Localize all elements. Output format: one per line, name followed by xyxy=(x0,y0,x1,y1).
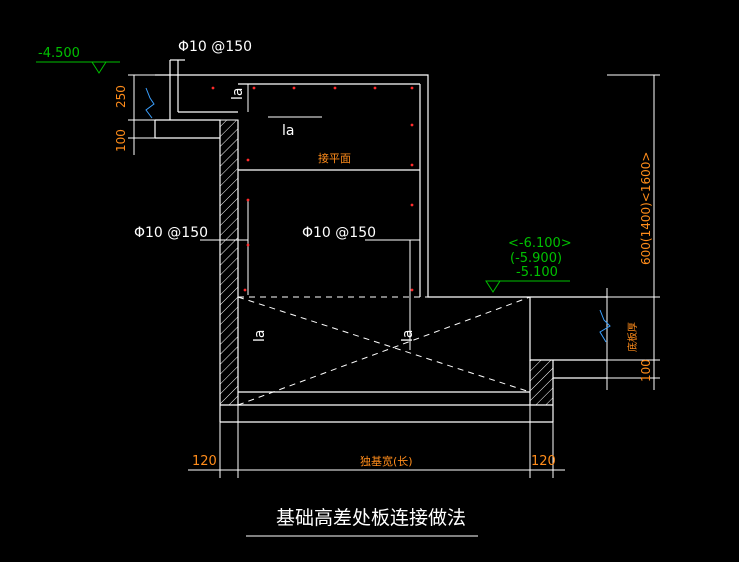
anchor-label-3: la xyxy=(252,330,268,342)
rebar-label-top: Φ10 @150 xyxy=(178,39,252,55)
dim-right-height: 600(1400)<1600> xyxy=(639,152,653,265)
rebar-lines xyxy=(200,84,420,350)
elevation-right-3: -5.100 xyxy=(516,265,558,280)
anchor-label-4: la xyxy=(400,330,416,342)
drawing-title: 基础高差处板连接做法 xyxy=(246,507,478,537)
bottom-dimensions: 120 独基宽(长) 120 xyxy=(188,405,565,478)
anchor-label-2: la xyxy=(282,123,294,139)
elevation-right-1: <-6.100> xyxy=(508,236,572,251)
elevation-marker-right: <-6.100> (-5.900) -5.100 xyxy=(485,236,572,293)
dim-right-120: 120 xyxy=(531,454,556,469)
left-dimensions: 250 100 xyxy=(114,74,155,155)
dashed-foundation-outline xyxy=(237,296,531,406)
title-text: 基础高差处板连接做法 xyxy=(276,507,466,529)
elevation-marker-top: -4.500 xyxy=(36,46,120,74)
right-wall-hatch xyxy=(529,359,554,406)
joint-surface-label: 接平面 xyxy=(318,152,351,165)
anchor-label-1: la xyxy=(230,88,246,100)
right-dimensions: 600(1400)<1600> 底板厚 100 xyxy=(599,74,660,390)
dim-250: 250 xyxy=(114,85,128,108)
slab-thickness-label: 底板厚 xyxy=(626,322,639,352)
left-wall-hatch xyxy=(219,119,239,406)
elevation-top-label: -4.500 xyxy=(38,46,80,61)
dim-left-120: 120 xyxy=(192,454,217,469)
rebar-points xyxy=(211,86,414,292)
dim-100: 100 xyxy=(114,129,128,152)
dim-right-100: 100 xyxy=(639,359,653,382)
elevation-right-2: (-5.900) xyxy=(510,251,562,266)
rebar-label-left: Φ10 @150 xyxy=(134,225,208,241)
bottom-width-label: 独基宽(长) xyxy=(360,454,413,468)
rebar-label-mid: Φ10 @150 xyxy=(302,225,376,241)
